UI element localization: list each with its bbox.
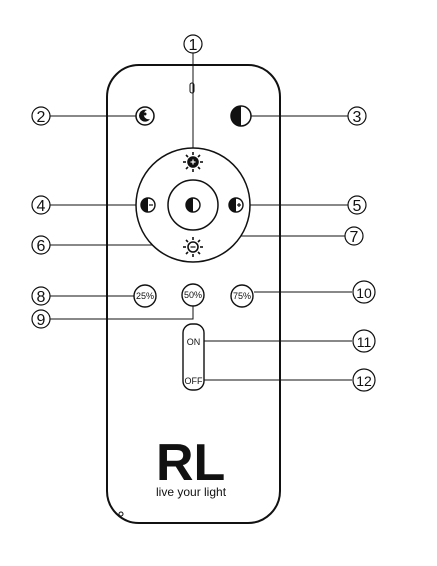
svg-text:5: 5 (353, 198, 362, 215)
svg-text:12: 12 (356, 373, 372, 389)
callout-1: 1 (183, 34, 203, 54)
callout-9: 9 (31, 309, 51, 329)
preset-75-label: 75% (233, 291, 251, 301)
callout-6: 6 (31, 235, 51, 255)
svg-text:11: 11 (357, 334, 372, 350)
night-mode-button[interactable] (135, 106, 155, 126)
off-label: OFF (185, 376, 203, 386)
preset-25-button[interactable]: 25% (133, 284, 157, 308)
svg-text:10: 10 (356, 285, 372, 301)
sun-plus-icon (183, 152, 203, 172)
callout-12: 12 (352, 368, 376, 392)
half-circle-icon (231, 106, 241, 126)
lanyard-hole (118, 511, 124, 517)
moon-star-icon (139, 109, 150, 122)
color-temp-minus-icon (141, 198, 148, 212)
svg-text:6: 6 (37, 238, 46, 255)
center-button[interactable] (167, 179, 219, 231)
callout-10: 10 (352, 280, 376, 304)
callout-3: 3 (347, 106, 367, 126)
color-temp-cooler-button[interactable] (228, 197, 244, 213)
ir-emitter (189, 82, 195, 94)
on-label: ON (187, 337, 201, 347)
brand-logo: RL (156, 434, 225, 492)
off-button[interactable]: OFF (183, 357, 204, 390)
callout-8: 8 (31, 286, 51, 306)
color-temp-warmer-button[interactable] (140, 197, 156, 213)
color-temp-plus-icon (229, 198, 236, 212)
callout-4: 4 (31, 195, 51, 215)
brand-tagline: live your light (156, 485, 227, 499)
callout-2: 2 (31, 106, 51, 126)
svg-text:7: 7 (350, 229, 359, 246)
svg-text:1: 1 (189, 37, 198, 54)
power-rocker (182, 323, 205, 391)
preset-25-label: 25% (136, 291, 154, 301)
svg-text:8: 8 (37, 289, 46, 306)
callout-5: 5 (347, 195, 367, 215)
color-temperature-button[interactable] (230, 105, 252, 127)
callout-11: 11 (352, 329, 376, 353)
brightness-down-button[interactable] (183, 237, 203, 257)
preset-75-button[interactable]: 75% (230, 284, 254, 308)
svg-text:4: 4 (37, 198, 46, 215)
brightness-up-button[interactable] (183, 152, 203, 172)
svg-text:2: 2 (37, 109, 46, 126)
half-circle-icon (186, 198, 193, 212)
svg-text:9: 9 (37, 312, 46, 329)
sun-minus-icon (183, 237, 203, 257)
on-button[interactable]: ON (183, 324, 204, 357)
svg-text:3: 3 (353, 109, 362, 126)
preset-50-button[interactable]: 50% (181, 283, 205, 307)
callout-7: 7 (344, 226, 364, 246)
preset-50-label: 50% (184, 290, 202, 300)
